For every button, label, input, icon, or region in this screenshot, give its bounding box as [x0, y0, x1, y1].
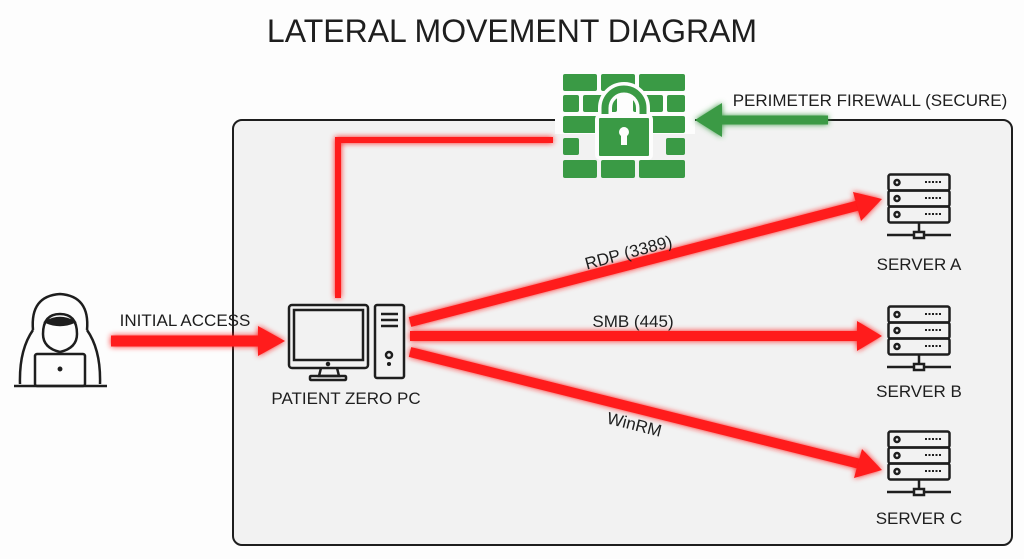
diagram-title: LATERAL MOVEMENT DIAGRAM [267, 13, 757, 49]
rdp-arrow [408, 192, 882, 327]
firewall-lock-icon [555, 74, 695, 178]
smb-arrow [410, 321, 882, 351]
secure-arrow [695, 103, 828, 137]
winrm-arrow [408, 347, 882, 478]
desktop-pc-icon [287, 303, 406, 382]
blocked-path-to-firewall [335, 137, 553, 298]
firewall-label: PERIMETER FIREWALL (SECURE) [733, 91, 1008, 110]
patient-zero-label: PATIENT ZERO PC [271, 389, 420, 408]
server-b-label: SERVER B [876, 382, 962, 401]
initial-access-arrow [111, 326, 285, 356]
smb-label: SMB (445) [592, 312, 673, 331]
hooded-hacker-icon [14, 292, 107, 388]
initial-access-label: INITIAL ACCESS [120, 311, 251, 330]
server-a-label: SERVER A [877, 255, 962, 274]
server-c-label: SERVER C [876, 509, 963, 528]
